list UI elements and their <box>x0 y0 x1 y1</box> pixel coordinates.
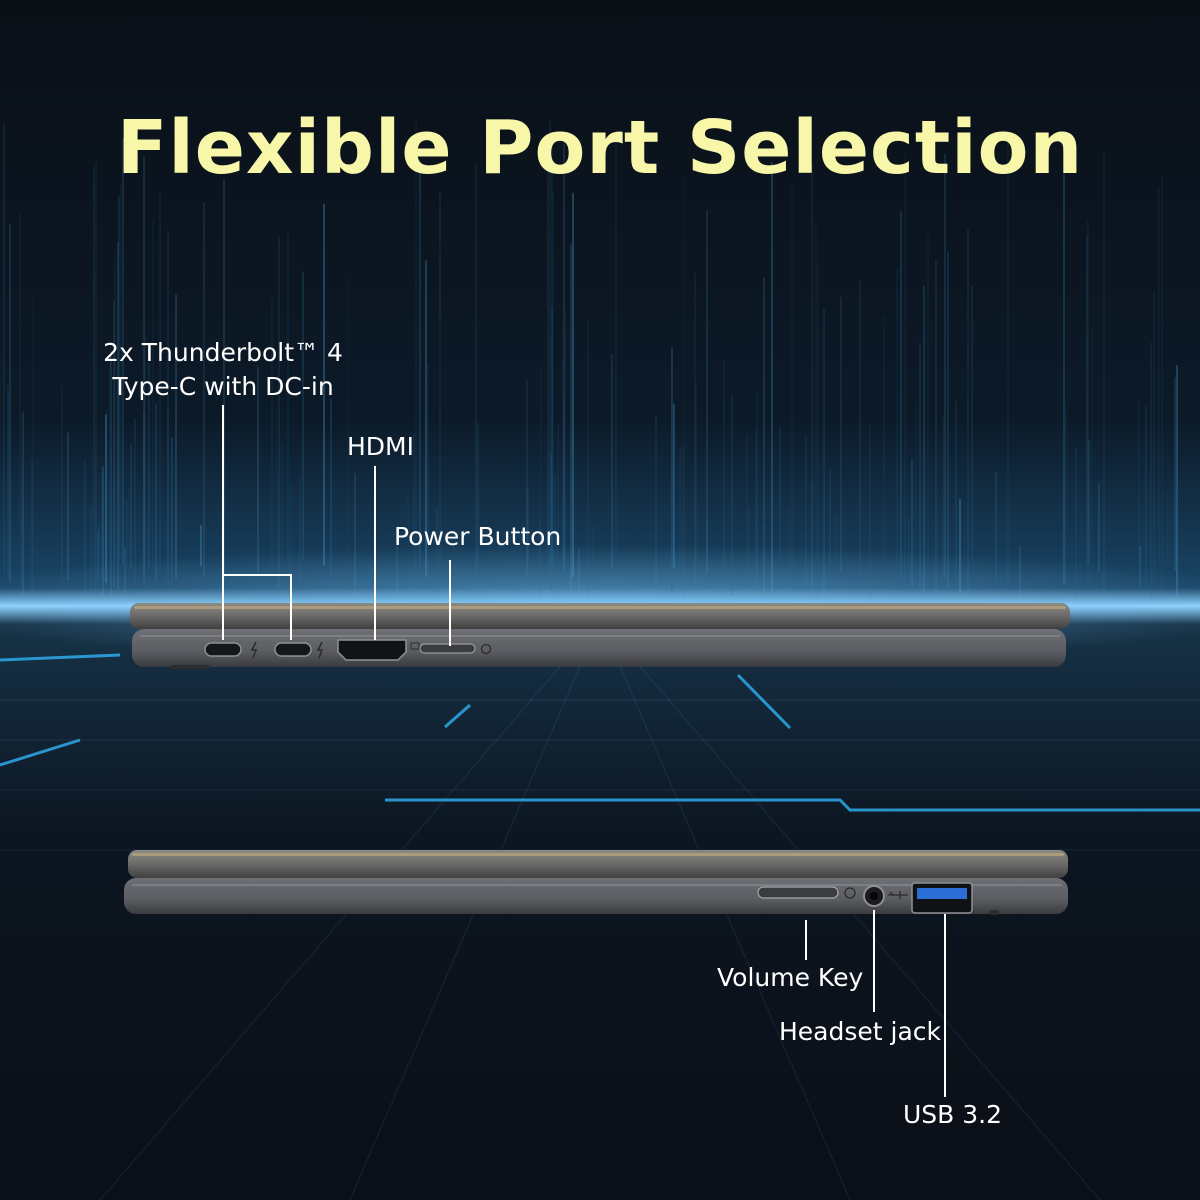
power-button <box>419 643 476 654</box>
usb-icon <box>888 891 908 899</box>
callout-lines <box>222 405 946 1097</box>
hdmi-label: HDMI <box>347 432 414 461</box>
usb-c-port-2 <box>274 642 312 657</box>
usb-label: USB 3.2 <box>903 1100 1003 1129</box>
thunderbolt-icon-1 <box>250 641 258 659</box>
usb-c-port-1 <box>204 642 242 657</box>
laptop-left-side <box>130 603 1070 669</box>
headset-icon <box>844 887 856 899</box>
volume-key-label: Volume Key <box>717 963 864 992</box>
glow-lines <box>0 653 1200 812</box>
laptop-right-side <box>124 850 1068 915</box>
page-title: Flexible Port Selection <box>116 105 1084 191</box>
thunderbolt-label-line1: 2x Thunderbolt™ 4 <box>103 338 343 367</box>
headset-jack-label: Headset jack <box>779 1017 942 1046</box>
hdmi-port <box>337 639 407 661</box>
battery-icon <box>410 642 420 650</box>
power-icon <box>480 643 492 655</box>
callout-thunderbolt <box>222 574 292 640</box>
power-button-label: Power Button <box>394 522 562 551</box>
digital-rain <box>0 116 1178 600</box>
thunderbolt-label: 2x Thunderbolt™ 4 Type-C with DC-in <box>98 336 348 404</box>
thunderbolt-icon-2 <box>316 641 324 659</box>
volume-key <box>757 886 839 899</box>
thunderbolt-label-line2: Type-C with DC-in <box>112 372 334 401</box>
